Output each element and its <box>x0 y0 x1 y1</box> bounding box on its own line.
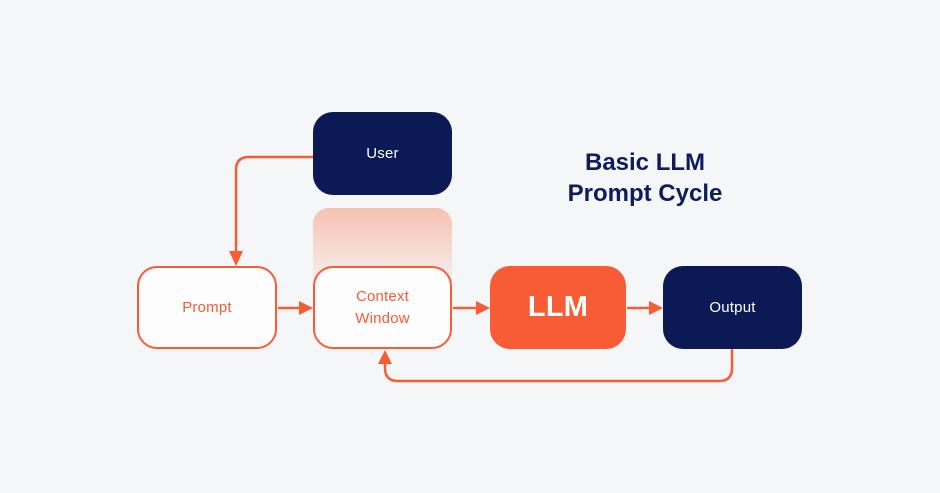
node-llm: LLM <box>490 266 626 349</box>
node-prompt-label: Prompt <box>182 299 232 316</box>
node-llm-label: LLM <box>527 291 589 323</box>
diagram-title-line2: Prompt Cycle <box>567 180 723 207</box>
node-context-window-label: Context Window <box>355 287 410 327</box>
diagram-title: Basic LLM Prompt Cycle <box>495 147 795 209</box>
arrow-llm-to-output <box>626 301 663 315</box>
node-user-label: User <box>366 145 399 162</box>
arrow-context-window-to-llm <box>452 301 490 315</box>
node-output-label: Output <box>709 299 756 316</box>
arrow-output-to-context-window-feedback <box>378 348 734 383</box>
node-output: Output <box>663 266 802 349</box>
arrow-prompt-to-context-window <box>277 301 313 315</box>
arrow-user-to-prompt <box>229 155 315 266</box>
node-prompt: Prompt <box>137 266 277 349</box>
node-context-window: Context Window <box>313 266 452 349</box>
node-user: User <box>313 112 452 195</box>
diagram-title-line1: Basic LLM <box>584 149 706 176</box>
